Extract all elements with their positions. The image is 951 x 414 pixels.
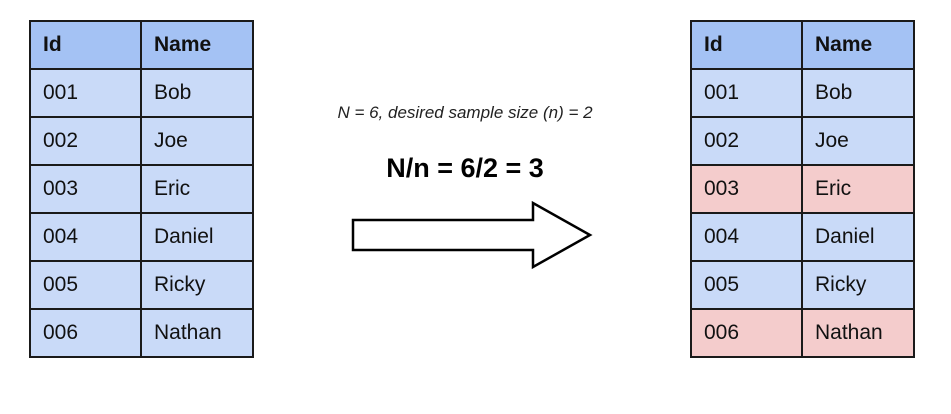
column-header-id: Id xyxy=(690,20,803,70)
cell-name: Ricky xyxy=(801,260,915,310)
cell-id: 001 xyxy=(29,68,142,118)
population-table: Id Name 001 Bob 002 Joe 003 Eric 004 Dan… xyxy=(29,20,254,358)
sampling-interval-formula: N/n = 6/2 = 3 xyxy=(386,153,544,183)
cell-id: 005 xyxy=(29,260,142,310)
cell-id: 002 xyxy=(690,116,803,166)
cell-name: Daniel xyxy=(801,212,915,262)
cell-name: Eric xyxy=(140,164,254,214)
cell-id: 003 xyxy=(29,164,142,214)
cell-name: Eric xyxy=(801,164,915,214)
cell-id: 004 xyxy=(690,212,803,262)
table-row: 005 Ricky xyxy=(29,260,254,310)
cell-name: Ricky xyxy=(140,260,254,310)
cell-id: 005 xyxy=(690,260,803,310)
table-row-selected: 006 Nathan xyxy=(690,308,915,358)
right-arrow-icon xyxy=(351,200,593,270)
cell-name: Joe xyxy=(801,116,915,166)
column-header-name: Name xyxy=(801,20,915,70)
table-row: 005 Ricky xyxy=(690,260,915,310)
table-row: 002 Joe xyxy=(29,116,254,166)
cell-id: 002 xyxy=(29,116,142,166)
cell-name: Daniel xyxy=(140,212,254,262)
systematic-sample-table: Id Name 001 Bob 002 Joe 003 Eric 004 Dan… xyxy=(690,20,915,358)
cell-id: 001 xyxy=(690,68,803,118)
table-row: 001 Bob xyxy=(29,68,254,118)
table-header-row: Id Name xyxy=(29,20,254,70)
table-row-selected: 003 Eric xyxy=(690,164,915,214)
table-row: 004 Daniel xyxy=(690,212,915,262)
cell-id: 006 xyxy=(29,308,142,358)
table-row: 001 Bob xyxy=(690,68,915,118)
cell-id: 006 xyxy=(690,308,803,358)
cell-name: Nathan xyxy=(140,308,254,358)
column-header-id: Id xyxy=(29,20,142,70)
cell-id: 004 xyxy=(29,212,142,262)
cell-name: Nathan xyxy=(801,308,915,358)
table-row: 006 Nathan xyxy=(29,308,254,358)
cell-id: 003 xyxy=(690,164,803,214)
table-row: 004 Daniel xyxy=(29,212,254,262)
column-header-name: Name xyxy=(140,20,254,70)
sample-size-note: N = 6, desired sample size (n) = 2 xyxy=(337,103,593,122)
cell-name: Bob xyxy=(801,68,915,118)
cell-name: Bob xyxy=(140,68,254,118)
cell-name: Joe xyxy=(140,116,254,166)
table-header-row: Id Name xyxy=(690,20,915,70)
table-row: 003 Eric xyxy=(29,164,254,214)
table-row: 002 Joe xyxy=(690,116,915,166)
